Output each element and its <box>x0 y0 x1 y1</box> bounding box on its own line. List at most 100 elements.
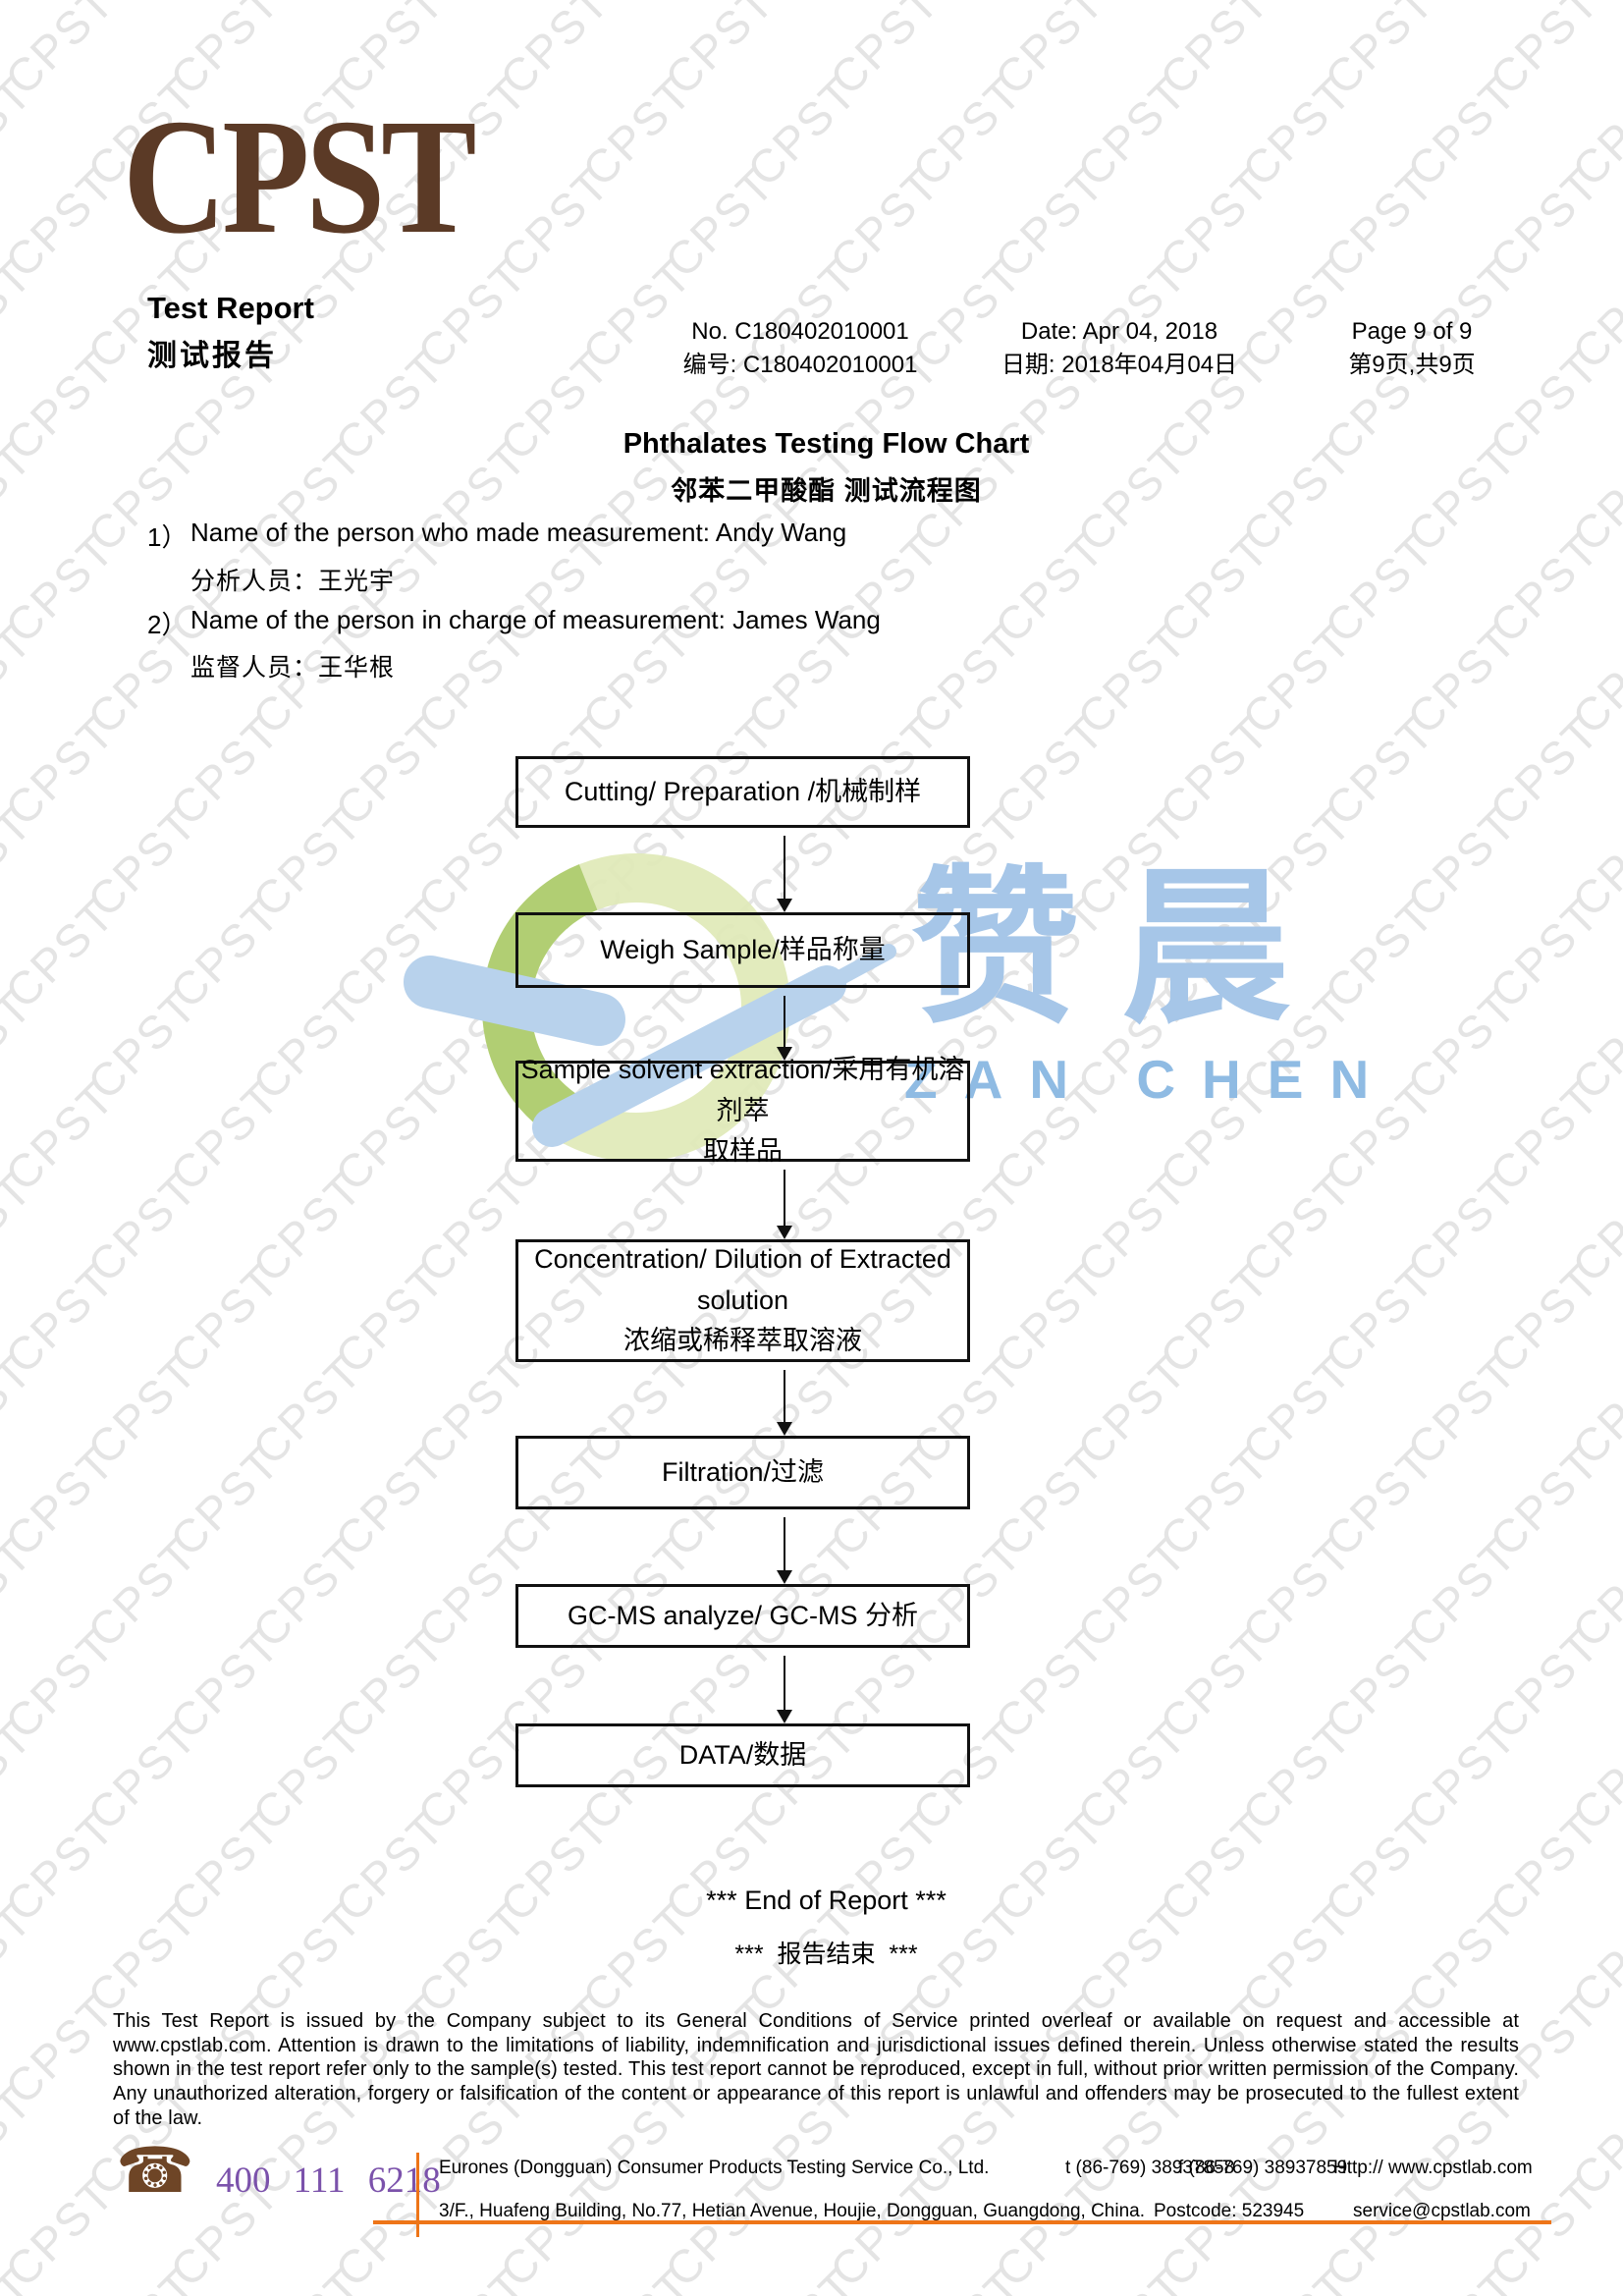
flow-arrow-head <box>777 1570 792 1584</box>
watermark-cpst-text: CPST <box>242 1344 372 1475</box>
watermark-cpst-text: CPST <box>0 248 42 379</box>
watermark-cpst-text: CPST <box>1314 522 1444 653</box>
watermark-cpst-text: CPST <box>1231 614 1362 744</box>
report-date-block: Date: Apr 04, 2018 日期: 2018年04月04日 <box>1001 315 1237 382</box>
watermark-cpst-text: CPST <box>242 796 372 927</box>
watermark-cpst-text: CPST <box>984 705 1114 836</box>
watermark-cpst-text: CPST <box>1066 1162 1197 1292</box>
watermark-cpst-text: CPST <box>736 2258 867 2296</box>
watermark-cpst-text: CPST <box>242 979 372 1110</box>
watermark-cpst-text: CPST <box>1149 157 1279 288</box>
watermark-cpst-text: CPST <box>1149 2166 1279 2296</box>
watermark-cpst-text: CPST <box>1231 66 1362 196</box>
watermark-cpst-text: CPST <box>1561 979 1623 1110</box>
watermark-cpst-text: CPST <box>0 1344 42 1475</box>
flow-arrow-down <box>777 1370 792 1436</box>
watermark-cpst-text: CPST <box>984 522 1114 653</box>
watermark-cpst-text: CPST <box>0 2166 125 2296</box>
test-report-title-en: Test Report <box>147 291 314 325</box>
watermark-cpst-text: CPST <box>571 0 702 14</box>
watermark-cpst-text: CPST <box>1479 0 1609 105</box>
watermark-cpst-text: CPST <box>0 1070 125 1201</box>
watermark-cpst-text: CPST <box>1231 1710 1362 1840</box>
watermark-cpst-text: CPST <box>1231 1344 1362 1475</box>
watermark-cpst-text: CPST <box>1479 2166 1609 2296</box>
end-of-report-zh: *** 报告结束 *** <box>734 1941 918 1968</box>
flow-step-label: DATA/数据 <box>678 1739 807 1770</box>
watermark-cpst-text: CPST <box>1314 2166 1444 2296</box>
watermark-cpst-text: CPST <box>1396 66 1527 196</box>
watermark-cpst-text: CPST <box>159 888 290 1018</box>
watermark-cpst-text: CPST <box>0 1253 125 1384</box>
watermark-cpst-text: CPST <box>159 1618 290 1749</box>
watermark-cpst-text: CPST <box>1066 979 1197 1110</box>
watermark-cpst-text: CPST <box>1231 796 1362 927</box>
watermark-cpst-text: CPST <box>1561 1527 1623 1658</box>
watermark-cpst-text: CPST <box>654 2166 784 2296</box>
report-page-block: Page 9 of 9 第9页,共9页 <box>1348 315 1475 382</box>
watermark-cpst-text: CPST <box>1396 1710 1527 1840</box>
watermark-cpst-text: CPST <box>0 1436 125 1566</box>
watermark-cpst-text: CPST <box>0 614 42 744</box>
watermark-cpst-text: CPST <box>0 796 42 927</box>
person-2-text-en: Name of the person in charge of measurem… <box>190 605 881 634</box>
watermark-cpst-text: CPST <box>324 1070 455 1201</box>
flow-arrow-stem <box>784 996 785 1048</box>
watermark-cpst-text: CPST <box>0 1162 42 1292</box>
watermark-cpst-text: CPST <box>0 1527 42 1658</box>
watermark-cpst-text: CPST <box>1314 705 1444 836</box>
report-number-block: No. C180402010001 编号: C180402010001 <box>683 315 918 382</box>
watermark-cpst-text: CPST <box>77 1527 207 1658</box>
disclaimer-text: This Test Report is issued by the Compan… <box>113 2010 1519 2129</box>
watermark-cpst-text: CPST <box>1231 248 1362 379</box>
watermark-cpst-text: CPST <box>1479 522 1609 653</box>
flow-arrow-head <box>777 899 792 912</box>
footer-address: 3/F., Huafeng Building, No.77, Hetian Av… <box>439 2201 1145 2221</box>
watermark-cpst-text: CPST <box>159 705 290 836</box>
watermark-cpst-text: CPST <box>736 0 867 14</box>
watermark-cpst-text: CPST <box>324 705 455 836</box>
watermark-cpst-text: CPST <box>1149 705 1279 836</box>
flow-step-box: DATA/数据 <box>515 1723 970 1787</box>
report-number-en: No. C180402010001 <box>691 318 909 345</box>
watermark-cpst-text: CPST <box>406 2258 537 2296</box>
watermark-cpst-text: CPST <box>1479 888 1609 1018</box>
watermark-cpst-text: CPST <box>1066 1527 1197 1658</box>
watermark-cpst-text: CPST <box>1479 1253 1609 1384</box>
footer-postcode: Postcode: 523945 <box>1154 2201 1305 2221</box>
person-1-number: 1） <box>147 522 188 552</box>
watermark-cpst-text: CPST <box>1396 1344 1527 1475</box>
report-page-en: Page 9 of 9 <box>1351 318 1473 345</box>
watermark-cpst-text: CPST <box>984 0 1114 105</box>
footer-email: service@cpstlab.com <box>1353 2201 1531 2221</box>
watermark-cpst-text: CPST <box>901 66 1032 196</box>
watermark-cpst-text: CPST <box>406 0 537 14</box>
watermark-cpst-text: CPST <box>1314 888 1444 1018</box>
watermark-cpst-text: CPST <box>736 66 867 196</box>
flow-arrow-stem <box>784 836 785 900</box>
watermark-cpst-text: CPST <box>1396 0 1527 14</box>
flow-arrow-head <box>777 1710 792 1723</box>
watermark-cpst-text: CPST <box>901 0 1032 14</box>
watermark-cpst-text: CPST <box>0 979 42 1110</box>
watermark-cpst-text: CPST <box>0 522 125 653</box>
test-report-title-zh: 测试报告 <box>147 340 277 372</box>
watermark-cpst-text: CPST <box>819 157 949 288</box>
flowchart-title-zh: 邻苯二甲酸酯 测试流程图 <box>671 476 982 506</box>
hotline-number: 400 111 6218 <box>216 2160 441 2201</box>
watermark-cpst-text: CPST <box>654 157 784 288</box>
flow-arrow-stem <box>784 1517 785 1571</box>
watermark-cpst-text: CPST <box>1479 705 1609 836</box>
watermark-cpst-text: CPST <box>1479 1070 1609 1201</box>
watermark-cpst-text: CPST <box>1231 979 1362 1110</box>
watermark-cpst-text: CPST <box>984 1618 1114 1749</box>
flow-arrow-down <box>777 1170 792 1239</box>
report-date-en: Date: Apr 04, 2018 <box>1020 318 1218 345</box>
flow-arrow-stem <box>784 1370 785 1423</box>
end-of-report-en: *** End of Report *** <box>706 1886 947 1915</box>
watermark-cpst-text: CPST <box>1066 1710 1197 1840</box>
flow-arrow-down <box>777 1656 792 1723</box>
watermark-cpst-text: CPST <box>1561 1344 1623 1475</box>
watermark-cpst-text: CPST <box>0 888 125 1018</box>
watermark-cpst-text: CPST <box>1561 1162 1623 1292</box>
